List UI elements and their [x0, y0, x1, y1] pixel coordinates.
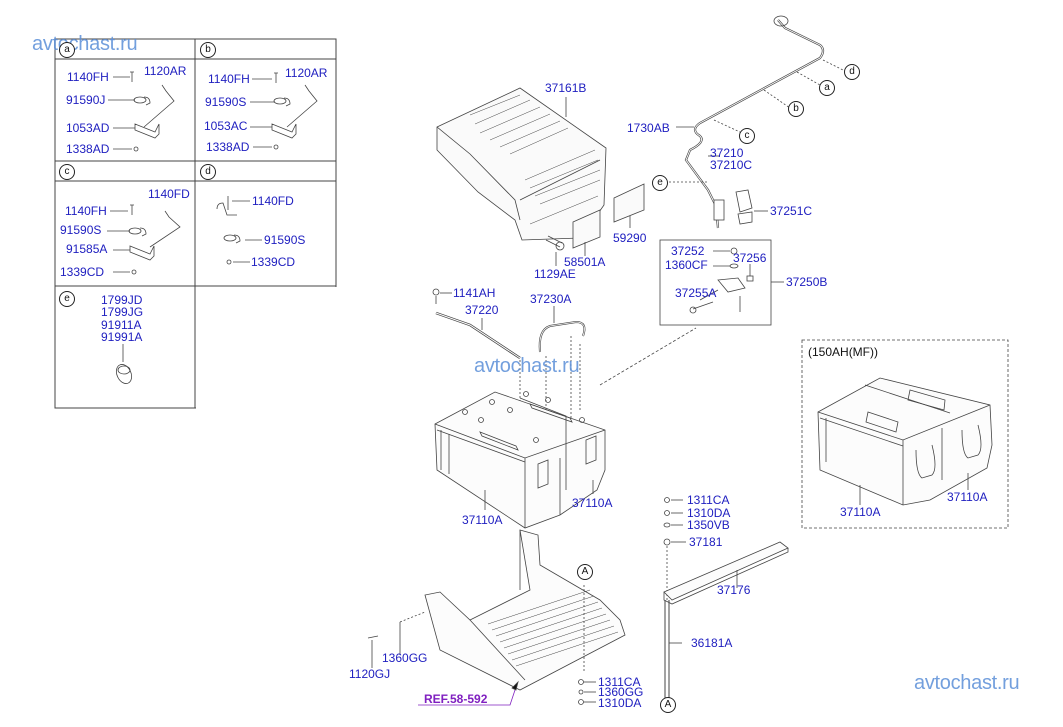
- alt-battery-title: (150AH(MF)): [808, 345, 879, 359]
- callout-b-marker: b: [788, 101, 804, 117]
- part-label[interactable]: 1338AD: [206, 140, 250, 154]
- part-label[interactable]: 1311CA: [687, 493, 730, 507]
- callout-a-marker: a: [819, 80, 835, 96]
- part-label[interactable]: 91911A: [101, 318, 142, 332]
- part-label[interactable]: 1140FD: [148, 187, 190, 201]
- watermark: avtochast.ru: [914, 672, 1020, 694]
- part-label[interactable]: 1120AR: [144, 64, 187, 78]
- part-label[interactable]: 36181A: [691, 636, 733, 650]
- part-label[interactable]: 37110A: [947, 490, 988, 504]
- part-label[interactable]: 37176: [717, 583, 751, 597]
- part-label[interactable]: 1799JG: [101, 305, 144, 319]
- part-label[interactable]: 1311CA: [598, 675, 641, 689]
- part-label[interactable]: 37250B: [786, 275, 828, 289]
- watermark: avtochast.ru: [32, 33, 138, 55]
- part-label[interactable]: 1310DA: [687, 506, 731, 520]
- part-label[interactable]: 37220: [465, 303, 499, 317]
- part-label[interactable]: 37210C: [710, 158, 753, 172]
- part-label[interactable]: 1350VB: [687, 518, 730, 532]
- part-label[interactable]: 1140FH: [208, 72, 250, 86]
- callout-d-marker: d: [200, 164, 216, 180]
- part-label[interactable]: 1141AH: [453, 286, 496, 300]
- part-label[interactable]: 1730AB: [627, 121, 670, 135]
- watermark: avtochast.ru: [474, 355, 580, 377]
- part-label[interactable]: 37110A: [840, 505, 881, 519]
- part-label[interactable]: 91590S: [264, 233, 306, 247]
- callout-a-marker: a: [59, 42, 75, 58]
- part-label[interactable]: 37230A: [530, 292, 572, 306]
- part-label[interactable]: 1129AE: [534, 267, 576, 281]
- part-label[interactable]: 37161B: [545, 81, 587, 95]
- part-label[interactable]: 1360GG: [598, 685, 644, 699]
- ref-link[interactable]: REF.58-592: [424, 692, 488, 706]
- part-label[interactable]: 91991A: [101, 330, 143, 344]
- part-label[interactable]: 1120AR: [285, 66, 328, 80]
- part-label[interactable]: 1339CD: [60, 265, 105, 279]
- part-label[interactable]: 91590J: [66, 93, 106, 107]
- part-label[interactable]: 37110A: [462, 513, 503, 527]
- part-label[interactable]: 1120GJ: [349, 667, 391, 681]
- callout-c-marker: c: [739, 128, 755, 144]
- part-label[interactable]: 1339CD: [251, 255, 296, 269]
- part-label[interactable]: 91590S: [205, 95, 247, 109]
- part-label[interactable]: 58501A: [564, 255, 606, 269]
- part-label[interactable]: 91590S: [60, 223, 102, 237]
- callout-e-marker: e: [652, 175, 668, 191]
- ref-marker-a: A: [660, 697, 676, 713]
- part-label[interactable]: 37252: [671, 244, 705, 258]
- part-label[interactable]: 59290: [613, 231, 647, 245]
- part-label[interactable]: 37210: [710, 146, 744, 160]
- part-label[interactable]: 1799JD: [101, 293, 143, 307]
- part-label[interactable]: 37110A: [572, 496, 613, 510]
- part-label[interactable]: 1360GG: [382, 651, 428, 665]
- part-label[interactable]: 37255A: [675, 286, 717, 300]
- callout-b-marker: b: [200, 42, 216, 58]
- part-label[interactable]: 1140FH: [65, 204, 107, 218]
- part-label[interactable]: 1310DA: [598, 696, 642, 710]
- part-label[interactable]: 1053AD: [66, 121, 110, 135]
- callout-c-marker: c: [59, 164, 75, 180]
- part-label[interactable]: 37181: [689, 535, 723, 549]
- part-label[interactable]: 1360CF: [665, 258, 708, 272]
- part-label[interactable]: 1053AC: [204, 119, 248, 133]
- callout-d-marker: d: [844, 64, 860, 80]
- part-label[interactable]: 1140FH: [67, 70, 109, 84]
- ref-marker-a: A: [577, 564, 593, 580]
- part-label[interactable]: 1140FD: [252, 194, 294, 208]
- part-label[interactable]: 37256: [733, 251, 767, 265]
- part-label[interactable]: 37251C: [770, 204, 813, 218]
- callout-e-marker: e: [59, 291, 75, 307]
- part-label[interactable]: 1338AD: [66, 142, 110, 156]
- part-label[interactable]: 91585A: [66, 242, 108, 256]
